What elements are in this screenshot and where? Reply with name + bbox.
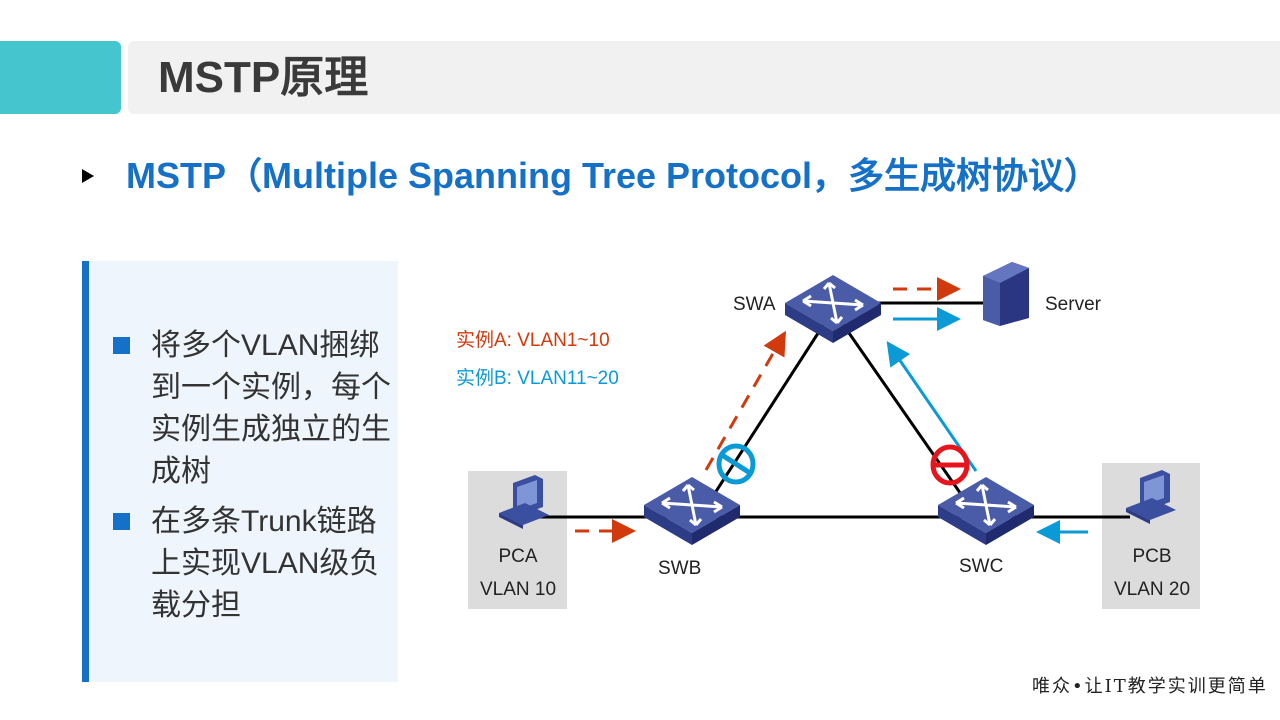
switch-swc-icon[interactable] [936,475,1036,547]
label-pcb-vlan: VLAN 20 [1114,579,1190,600]
label-pcb: PCB [1132,546,1171,567]
legend-instance-a: 实例A: VLAN1~10 [456,329,610,351]
switch-swb-icon[interactable] [642,475,742,547]
label-pca-vlan: VLAN 10 [480,579,556,600]
footer-slogan: 唯众•让IT教学实训更简单 [1032,676,1268,697]
bullet-triangle-icon [82,169,94,183]
square-bullet-icon [113,337,130,354]
bullet-text: 在多条Trunk链路上实现VLAN级负载分担 [151,505,380,622]
page-title: MSTP原理 [158,53,369,102]
switch-swa-icon[interactable] [783,273,883,345]
square-bullet-icon [113,513,130,530]
label-pca: PCA [498,546,537,567]
label-swa: SWA [733,294,776,315]
blocked-port-b-icon [716,443,756,485]
bullet-panel: 将多个VLAN捆绑到一个实例，每个实例生成独立的生成树 在多条Trunk链路上实… [82,261,398,682]
instance-a-path [575,277,961,543]
subtitle: MSTP（Multiple Spanning Tree Protocol，多生成… [126,155,1101,196]
bullet-item: 将多个VLAN捆绑到一个实例，每个实例生成独立的生成树 [113,325,393,493]
title-accent-bar [0,41,121,114]
label-swb: SWB [658,558,701,579]
bullet-text: 将多个VLAN捆绑到一个实例，每个实例生成独立的生成树 [151,329,391,488]
title-bar [128,41,1280,114]
label-server: Server [1045,294,1102,315]
label-swc: SWC [959,556,1003,577]
blocked-port-a-icon [930,444,970,486]
legend-instance-b: 实例B: VLAN11~20 [456,367,619,389]
server-icon[interactable] [983,262,1029,326]
bullet-item: 在多条Trunk链路上实现VLAN级负载分担 [113,501,393,627]
